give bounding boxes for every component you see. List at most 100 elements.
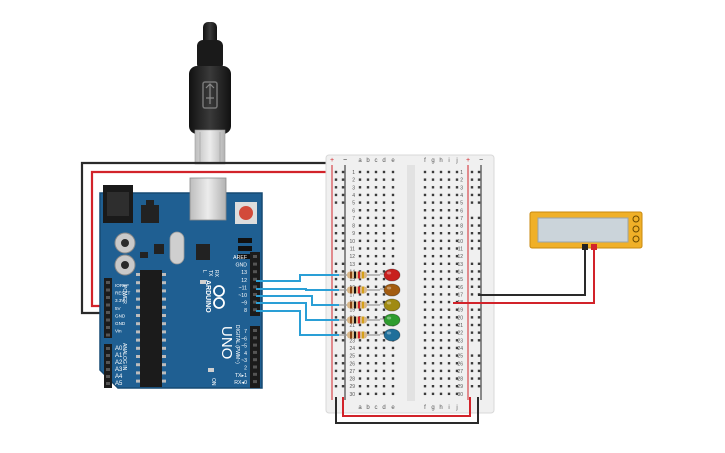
gnd-jumper[interactable] <box>335 397 479 424</box>
breadboard-column-label: b <box>366 405 370 411</box>
header-pin[interactable] <box>106 347 110 350</box>
breadboard-column-label: a <box>358 405 362 411</box>
digital-header-bottom[interactable] <box>250 326 260 388</box>
breadboard-row-label: 14 <box>457 269 463 275</box>
header-pin[interactable] <box>253 262 257 266</box>
header-pin[interactable] <box>253 308 257 312</box>
digital-pin-label: 4 <box>244 351 247 357</box>
breadboard-row-label: 5 <box>352 201 355 207</box>
header-pin[interactable] <box>253 293 257 296</box>
led-blue-icon <box>383 328 401 342</box>
header-pin[interactable] <box>253 255 257 258</box>
breadboard-row-label: 25 <box>457 354 463 360</box>
breadboard-row-label: 17 <box>349 292 355 298</box>
breadboard-row-label: 13 <box>349 262 355 268</box>
header-pin[interactable] <box>253 343 257 347</box>
header-pin[interactable] <box>106 318 110 322</box>
analog-label: ANALOG IN <box>121 343 127 371</box>
header-pin[interactable] <box>106 281 110 284</box>
breadboard-row-label: 6 <box>460 208 463 214</box>
breadboard-column-label: g <box>431 405 434 411</box>
header-pin[interactable] <box>106 296 110 299</box>
gnd-wire[interactable] <box>80 161 336 315</box>
breadboard-row-label: 27 <box>457 369 463 375</box>
breadboard-row-label: 28 <box>349 377 355 383</box>
lcd-module[interactable] <box>529 211 643 250</box>
breadboard-column-label: f <box>424 158 426 164</box>
breadboard-row-label: 26 <box>349 361 355 367</box>
header-pin[interactable] <box>106 303 110 307</box>
breadboard-row-label: 24 <box>349 346 355 352</box>
led-orange[interactable] <box>339 283 401 297</box>
led-red[interactable] <box>339 268 401 282</box>
rail-jumpers[interactable] <box>335 397 479 424</box>
digital-pin-label: GND <box>235 263 247 269</box>
digital-header-top[interactable] <box>250 252 260 316</box>
power-pin-label: Vin <box>115 329 122 334</box>
power-pin-label: GND <box>115 321 126 326</box>
breadboard-row-label: 10 <box>457 239 463 245</box>
header-pin[interactable] <box>253 270 257 274</box>
rx-led-label: RX <box>213 270 219 278</box>
header-pin[interactable] <box>253 329 257 332</box>
header-pin[interactable] <box>106 288 110 292</box>
analog-pin-label: A2 <box>115 360 123 366</box>
led-green[interactable] <box>339 313 401 327</box>
breadboard-row-label: 1 <box>352 170 355 176</box>
breadboard-column-label: e <box>391 158 395 164</box>
power-pin-label: GND <box>115 313 126 318</box>
breadboard-row-label: 11 <box>458 247 463 253</box>
usb-cable[interactable] <box>189 22 231 165</box>
breadboard-column-label: f <box>424 405 426 411</box>
breadboard-row-label: 22 <box>457 331 463 337</box>
header-pin[interactable] <box>253 365 257 369</box>
vcc-jumper[interactable] <box>342 397 471 417</box>
breadboard-row-label: 17 <box>457 292 463 298</box>
breadboard-row-label: 3 <box>352 185 355 191</box>
header-pin[interactable] <box>106 333 110 337</box>
led-array[interactable] <box>339 268 401 342</box>
header-pin[interactable] <box>253 336 257 340</box>
breadboard-row-label: 23 <box>349 338 355 344</box>
header-pin[interactable] <box>106 361 110 364</box>
header-pin[interactable] <box>253 372 257 376</box>
analog-pin-label: A3 <box>115 367 123 373</box>
atmega-chip <box>140 270 162 387</box>
breadboard-row-label: 21 <box>457 323 463 329</box>
arduino-uno-board[interactable]: ARDUINO UNO POWER ANALOG IN DIGITAL (PWM… <box>99 177 263 389</box>
header-pin[interactable] <box>253 300 257 304</box>
header-pin[interactable] <box>106 375 110 378</box>
analog-header[interactable] <box>104 344 112 388</box>
led-yellow[interactable] <box>339 298 401 312</box>
led-blue[interactable] <box>339 328 401 342</box>
lcd-wires[interactable] <box>453 248 595 304</box>
header-pin[interactable] <box>253 350 257 354</box>
breadboard-column-label: d <box>382 158 385 164</box>
header-pin[interactable] <box>253 285 257 289</box>
header-pin[interactable] <box>106 326 110 329</box>
signal-wires[interactable] <box>256 274 339 336</box>
header-pin[interactable] <box>253 358 257 362</box>
header-pin[interactable] <box>106 311 110 314</box>
power-pin-label: 5V <box>115 306 122 311</box>
digital-pin-label: 12 <box>241 278 247 284</box>
breadboard-row-label: 3 <box>460 185 463 191</box>
power-header[interactable] <box>104 278 112 338</box>
header-pin[interactable] <box>106 354 110 357</box>
lcd-pin-icon <box>632 225 640 233</box>
breadboard-row-label: 12 <box>349 254 355 260</box>
breadboard-row-label: 19 <box>457 308 463 314</box>
header-pin[interactable] <box>106 382 110 385</box>
header-pin[interactable] <box>106 368 110 371</box>
breadboard-row-label: 20 <box>457 315 463 321</box>
breadboard-row-label: 24 <box>457 346 463 352</box>
header-pin[interactable] <box>253 380 257 384</box>
header-pin[interactable] <box>253 277 257 281</box>
breadboard-row-label: 15 <box>457 277 463 283</box>
breadboard-row-label: 29 <box>349 384 355 390</box>
breadboard[interactable]: 1122334455667788991010111112121313141415… <box>325 154 495 414</box>
power-pin-label: 3.3V <box>115 298 125 303</box>
rail-plus-label: + <box>330 157 334 164</box>
breadboard-row-label: 25 <box>349 354 355 360</box>
